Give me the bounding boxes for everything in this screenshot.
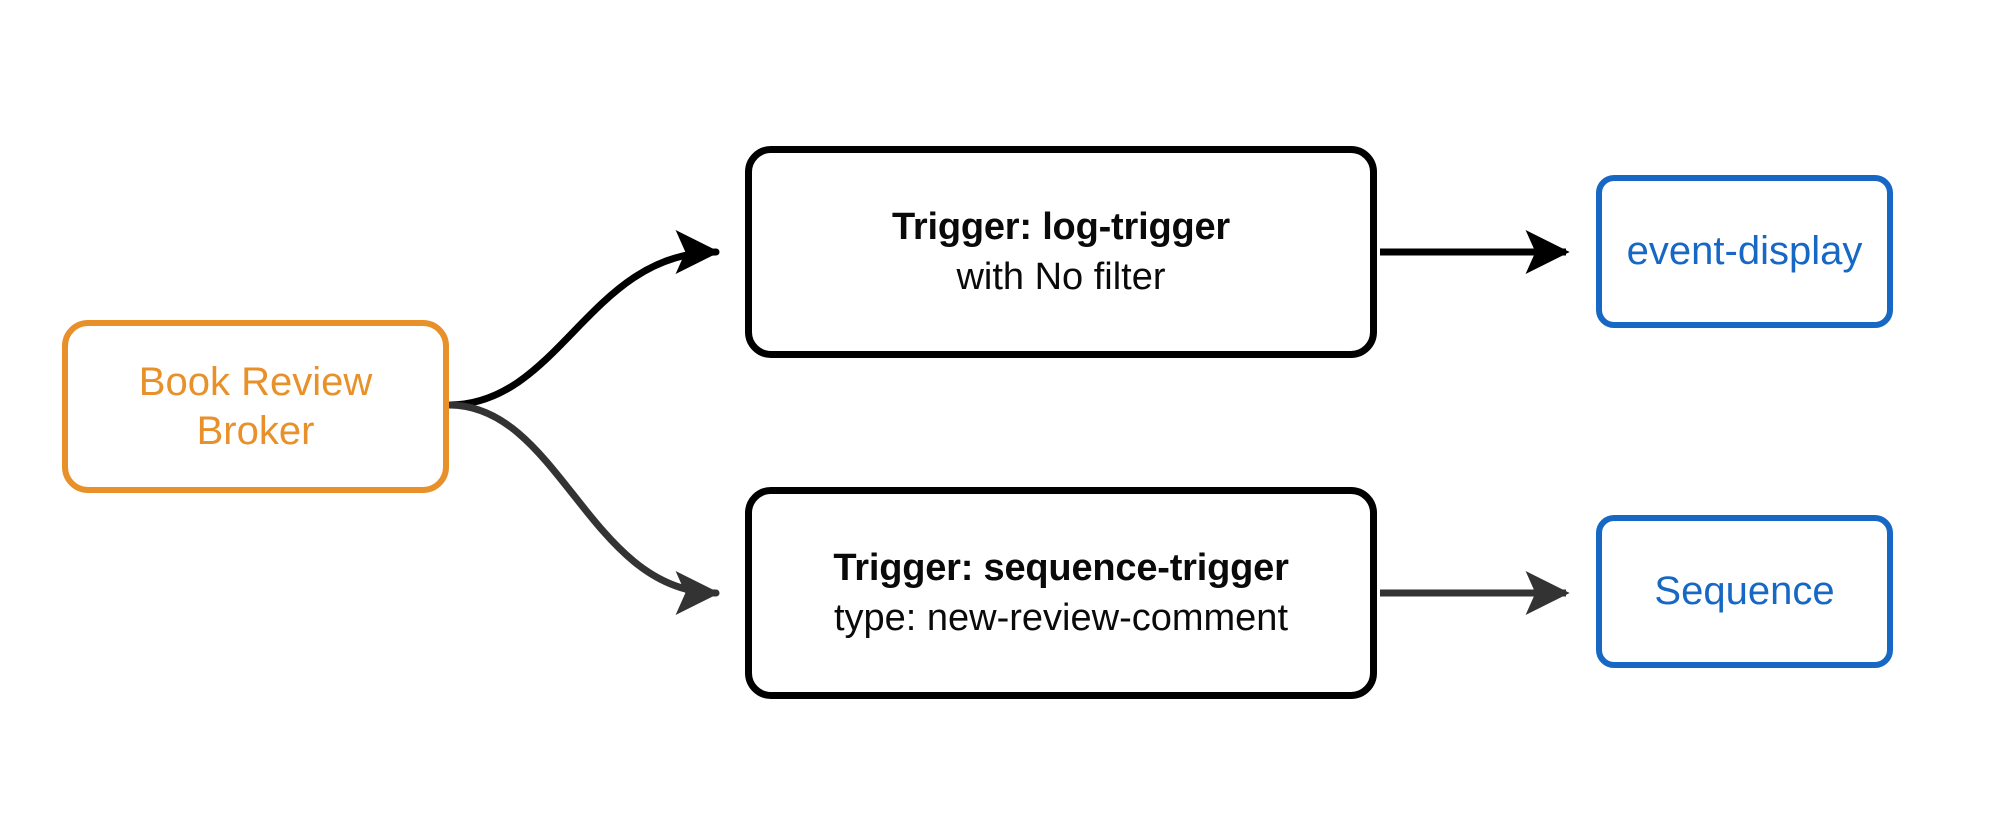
node-trigger-log-title: Trigger: log-trigger bbox=[891, 205, 1230, 248]
edge-broker-to-sequence-trigger bbox=[446, 401, 720, 615]
node-trigger-log-trigger[interactable]: Trigger: log-trigger with No filter bbox=[745, 146, 1377, 358]
edge-broker-to-log-trigger bbox=[446, 229, 720, 409]
node-trigger-sequence-subtitle: type: new-review-comment bbox=[833, 597, 1289, 639]
node-broker-label-line-1: Book Review bbox=[138, 359, 373, 404]
node-sink-event-display[interactable]: event-display bbox=[1596, 175, 1893, 328]
node-trigger-sequence-title: Trigger: sequence-trigger bbox=[833, 546, 1289, 589]
node-sink-sequence-label: Sequence bbox=[1654, 569, 1835, 614]
node-book-review-broker[interactable]: Book Review Broker bbox=[62, 320, 449, 493]
node-trigger-log-subtitle: with No filter bbox=[956, 256, 1166, 298]
node-sink-sequence[interactable]: Sequence bbox=[1596, 515, 1893, 668]
node-broker-label-line-2: Broker bbox=[196, 408, 315, 453]
node-trigger-sequence-trigger[interactable]: Trigger: sequence-trigger type: new-revi… bbox=[745, 487, 1377, 699]
node-sink-event-display-label: event-display bbox=[1626, 229, 1863, 274]
